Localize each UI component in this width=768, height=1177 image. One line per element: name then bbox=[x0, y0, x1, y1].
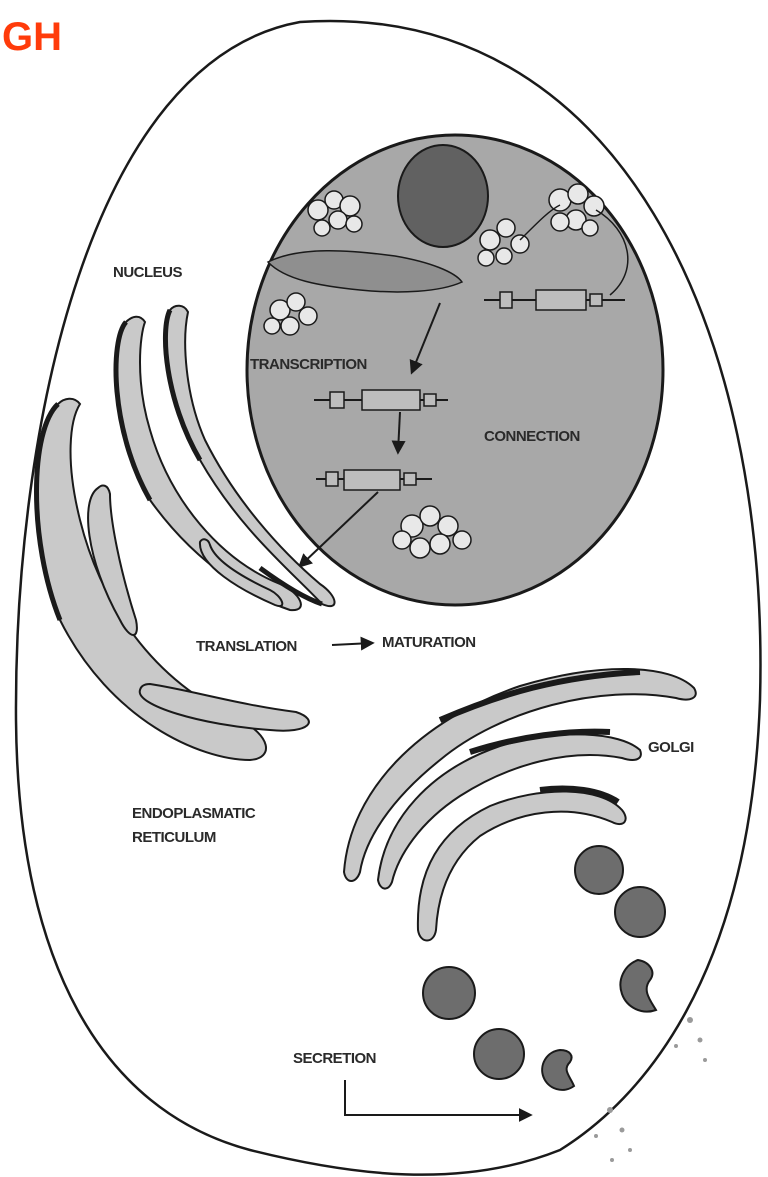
label-connection: CONNECTION bbox=[484, 428, 580, 445]
vesicle bbox=[575, 846, 623, 894]
label-transcription: TRANSCRIPTION bbox=[250, 356, 367, 373]
label-er-line1: ENDOPLASMATIC bbox=[132, 805, 256, 822]
vesicle bbox=[615, 887, 665, 937]
label-secretion: SECRETION bbox=[293, 1050, 376, 1067]
label-maturation: MATURATION bbox=[382, 634, 476, 651]
vesicle bbox=[423, 967, 475, 1019]
figure-title: GH bbox=[2, 15, 62, 59]
nucleolus bbox=[398, 145, 488, 247]
label-translation: TRANSLATION bbox=[196, 638, 297, 655]
label-golgi: GOLGI bbox=[648, 739, 694, 756]
label-nucleus: NUCLEUS bbox=[113, 264, 182, 281]
label-er-line2: RETICULUM bbox=[132, 829, 216, 846]
vesicle bbox=[474, 1029, 524, 1079]
